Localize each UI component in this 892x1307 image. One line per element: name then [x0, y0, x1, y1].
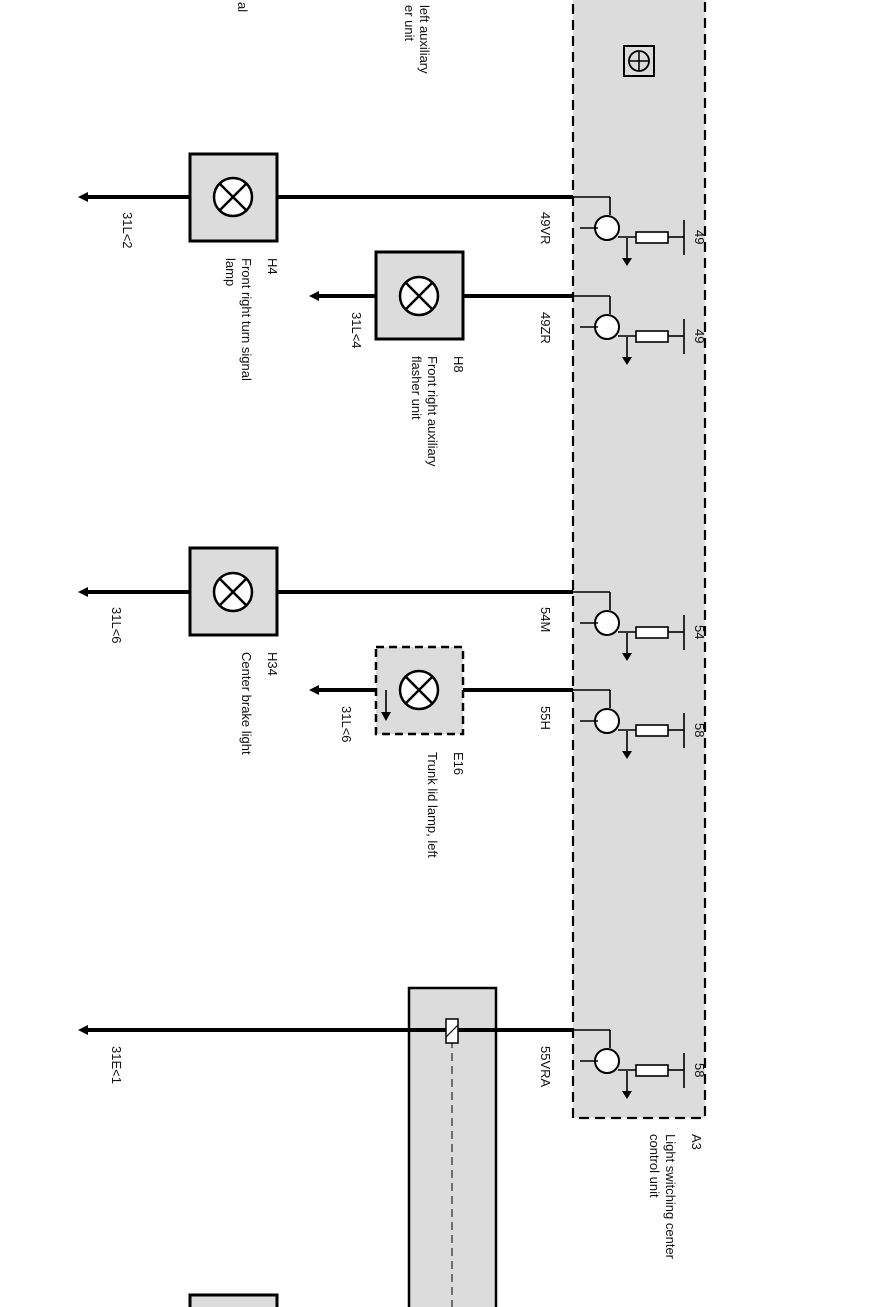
device-name-line1: Center brake light	[239, 652, 254, 755]
control-unit-id: A3	[689, 1134, 704, 1150]
circuit-55vra	[78, 986, 685, 1307]
pin-label: 58	[692, 723, 707, 737]
transistor-icon	[594, 1048, 620, 1074]
device-id: E16	[451, 752, 466, 775]
wire-label: 54M	[538, 607, 553, 632]
transistor-icon	[594, 314, 620, 340]
pin-label: 54	[692, 625, 707, 639]
transistor-icon	[594, 215, 620, 241]
wire-label: 49ZR	[538, 312, 553, 344]
light-switch-module-icon	[623, 45, 655, 77]
device-id: H8	[451, 356, 466, 373]
pin-label: 49	[692, 230, 707, 244]
device-name-line1: Front right auxiliary	[425, 356, 440, 467]
ground-label: 31L<2	[120, 212, 135, 249]
control-unit-name-line1: Light switching center	[663, 1134, 678, 1260]
control-unit-a3-box	[571, 0, 707, 1120]
wire-label: 49VR	[538, 212, 553, 245]
wire-label: 55VRA	[538, 1046, 553, 1088]
transistor-icon	[594, 708, 620, 734]
resistor-icon	[635, 724, 669, 737]
device-id: H4	[265, 258, 280, 275]
ground-label: 31L<6	[109, 607, 124, 644]
resistor-icon	[635, 231, 669, 244]
device-name-line2: lamp	[223, 258, 238, 286]
device-name-line1: Trunk lid lamp, left	[425, 752, 440, 858]
control-unit-name-line2: control unit	[647, 1134, 662, 1198]
transistor-icon	[594, 610, 620, 636]
partial-label-aux-2: er unit	[402, 5, 417, 42]
circuit-e16	[309, 645, 685, 759]
ground-label: 31E<1	[109, 1046, 124, 1084]
resistor-icon	[635, 1064, 669, 1077]
partial-label-aux-1: left auxiliary	[417, 5, 432, 74]
resistor-icon	[635, 626, 669, 639]
device-name-line2: flasher unit	[409, 356, 424, 420]
pin-label: 49	[692, 329, 707, 343]
device-name-line1: Front right turn signal	[239, 258, 254, 381]
ground-label: 31L<4	[349, 312, 364, 349]
circuit-h34	[78, 546, 685, 661]
ground-label: 31L<6	[339, 706, 354, 743]
pin-label: 58	[692, 1063, 707, 1077]
circuit-h4	[78, 152, 685, 266]
wire-label: 55H	[538, 706, 553, 730]
resistor-icon	[635, 330, 669, 343]
device-id: H34	[265, 652, 280, 676]
partial-label-left: al	[235, 2, 250, 12]
circuit-h8	[309, 250, 685, 365]
partial-lamp-box	[188, 1293, 279, 1307]
